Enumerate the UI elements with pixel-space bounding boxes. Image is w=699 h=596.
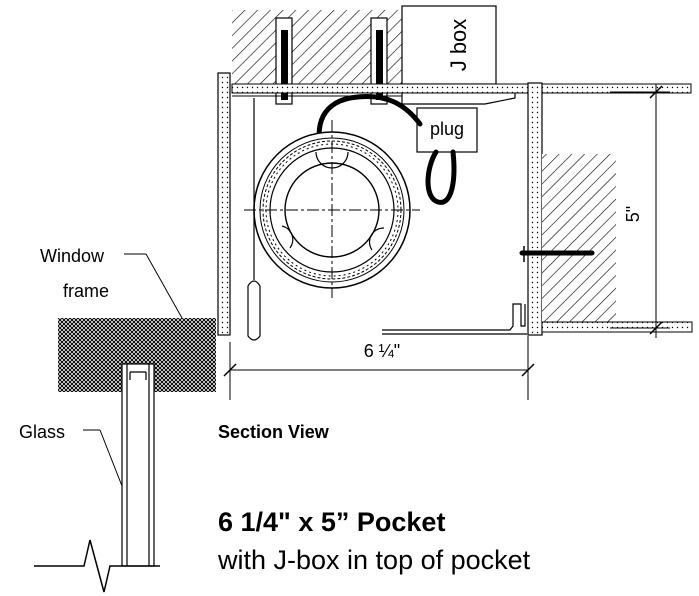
window-frame-label-line1: Window xyxy=(40,246,105,266)
height-dimension xyxy=(610,84,670,338)
mounting-bracket-left xyxy=(275,17,293,105)
pocket-top-board xyxy=(231,83,529,94)
width-dimension-label: 6 ¼" xyxy=(364,341,400,361)
junction-box-plate xyxy=(401,91,516,105)
section-view-caption: Section View xyxy=(218,422,330,442)
height-dimension-label: 5" xyxy=(623,206,643,222)
wall-structure-right xyxy=(542,154,616,322)
pocket-title: 6 1/4" x 5” Pocket xyxy=(218,507,445,537)
mounting-bracket-right xyxy=(370,17,388,105)
pocket-bottom-trim xyxy=(382,303,527,335)
plug-label: plug xyxy=(430,119,464,139)
pocket-right-wall xyxy=(527,82,543,336)
junction-box-label: J box xyxy=(446,19,471,72)
pocket-subtitle: with J-box in top of pocket xyxy=(217,545,531,575)
window-frame-label-line2: frame xyxy=(63,281,109,301)
pull-cord-weight xyxy=(247,280,261,341)
centerlines xyxy=(244,120,420,298)
ceiling-board-bottom xyxy=(541,321,693,333)
glass-label: Glass xyxy=(19,422,65,442)
plug-cable xyxy=(425,149,457,205)
plug xyxy=(416,107,478,153)
glass-pane xyxy=(121,363,155,567)
pocket-left-wall xyxy=(217,72,231,336)
width-dimension xyxy=(223,336,535,400)
break-line xyxy=(34,539,160,593)
